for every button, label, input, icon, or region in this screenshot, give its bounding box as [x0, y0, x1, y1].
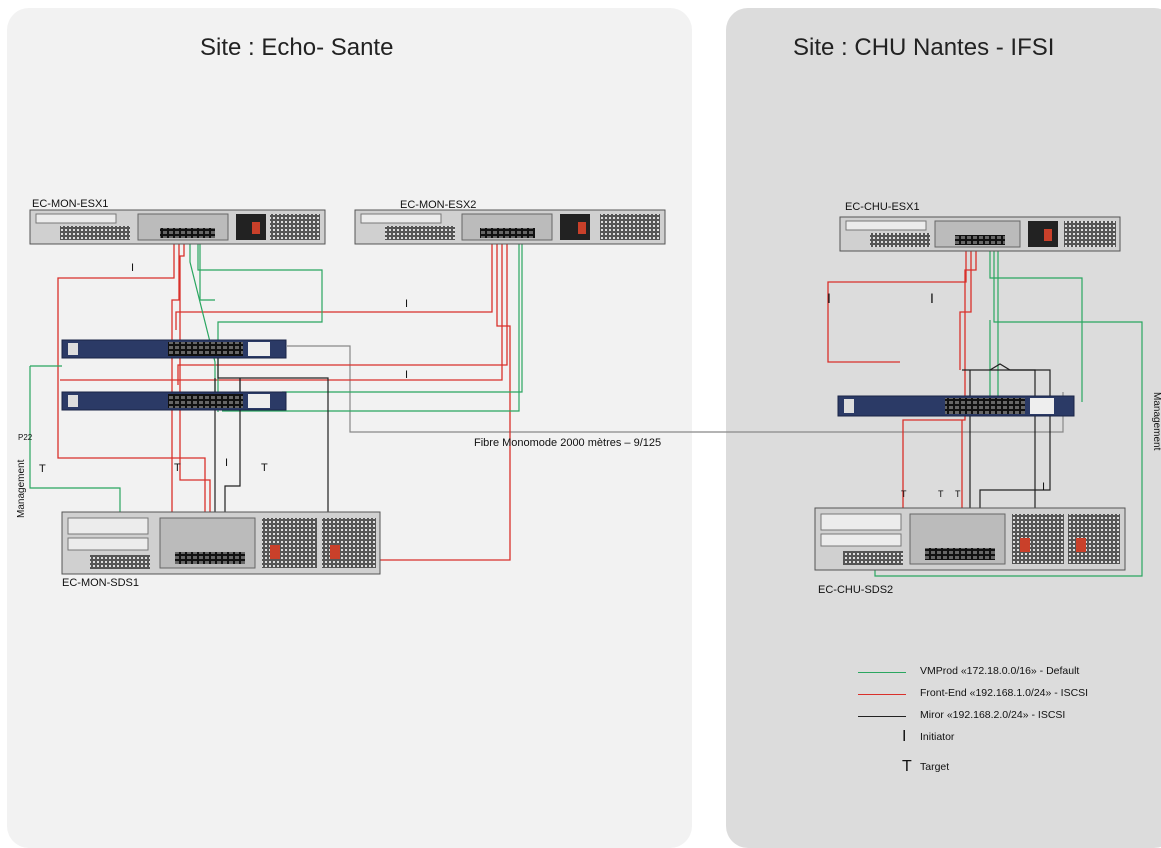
legend-label: VMProd «172.18.0.0/16» - Default: [920, 665, 1080, 677]
legend-label: Miror «192.168.2.0/24» - ISCSI: [920, 709, 1066, 721]
vmprod-links: [29, 237, 1143, 577]
label-fibre: Fibre Monomode 2000 mètres – 9/125: [474, 437, 662, 449]
mark-initiator: I: [930, 290, 934, 306]
label-ec-mon-esx1: EC-MON-ESX1: [32, 198, 109, 210]
mark-target: T: [174, 462, 181, 474]
server-ec-mon-sds1: [61, 511, 381, 575]
mark-initiator: I: [827, 290, 831, 306]
legend-label: Initiator: [920, 731, 955, 743]
mark-initiator: I: [405, 298, 409, 310]
mark-initiator: I: [1042, 481, 1046, 493]
server-ec-chu-esx1: [839, 216, 1121, 252]
server-ec-mon-esx1: [29, 209, 326, 245]
legend-glyph-initiator: I: [902, 728, 907, 745]
site-title-echo-sante: Site : Echo- Sante: [200, 34, 394, 61]
mark-target: T: [901, 489, 907, 499]
legend-swatch-frontend: [858, 694, 906, 695]
label-ec-mon-sds1: EC-MON-SDS1: [62, 577, 140, 589]
site-title-chu-nantes: Site : CHU Nantes - IFSI: [793, 34, 1055, 61]
label-management-right: Management: [1151, 392, 1161, 451]
label-p22: P22: [18, 433, 33, 442]
mark-initiator: I: [131, 262, 135, 274]
server-ec-chu-sds2: [814, 507, 1126, 571]
mark-target: T: [39, 463, 46, 475]
server-ec-mon-esx2: [354, 209, 666, 245]
mark-initiator: I: [405, 369, 409, 381]
mark-target: T: [955, 489, 961, 499]
switch-right: [837, 395, 1075, 417]
legend-swatch-miror: [858, 716, 906, 717]
mark-target: T: [938, 489, 944, 499]
legend-label: Front-End «192.168.1.0/24» - ISCSI: [920, 687, 1089, 699]
label-ec-mon-esx2: EC-MON-ESX2: [400, 199, 477, 211]
legend-label: Target: [920, 761, 950, 773]
label-management-left: Management: [16, 459, 27, 518]
switch-left-2: [61, 391, 287, 411]
site-panel-chu-nantes: [726, 8, 1161, 848]
label-ec-chu-esx1: EC-CHU-ESX1: [845, 201, 920, 213]
legend-swatch-vmprod: [858, 672, 906, 673]
switch-left-1: [61, 339, 287, 359]
fibre-link: [287, 345, 1064, 433]
legend-glyph-target: T: [902, 758, 912, 775]
mark-target: T: [261, 462, 268, 474]
label-ec-chu-sds2: EC-CHU-SDS2: [818, 584, 894, 596]
mark-initiator: I: [225, 457, 229, 469]
